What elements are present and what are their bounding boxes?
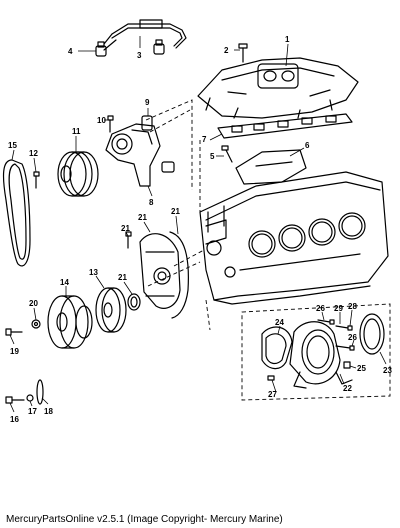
part-timing-cover[interactable] [139,233,181,309]
part-dowel-pin[interactable] [267,375,275,381]
callout-18[interactable]: 18 [44,407,53,416]
callout-14[interactable]: 14 [60,278,69,287]
callout-16[interactable]: 16 [10,415,19,424]
callout-26-lower[interactable]: 26 [348,333,357,342]
callout-22[interactable]: 22 [343,384,352,393]
part-retainer-nut[interactable] [343,361,351,369]
part-rear-seal-gasket[interactable] [261,326,293,370]
callout-25[interactable]: 25 [357,364,366,373]
callout-17[interactable]: 17 [28,407,37,416]
part-pulley-bolt[interactable] [33,171,40,189]
callout-21-cover[interactable]: 21 [138,213,147,222]
callout-12[interactable]: 12 [29,149,38,158]
callout-6[interactable]: 6 [305,141,310,150]
callout-1[interactable]: 1 [285,35,290,44]
callout-5[interactable]: 5 [210,152,215,161]
callout-20[interactable]: 20 [29,299,38,308]
callout-4[interactable]: 4 [68,47,73,56]
callout-19[interactable]: 19 [10,347,19,356]
part-pump-gasket-lower[interactable] [161,161,175,173]
callout-8[interactable]: 8 [149,198,154,207]
part-retainer-bolt-lower[interactable] [335,345,355,351]
part-intake-manifold[interactable] [197,57,359,119]
part-valley-baffle[interactable] [235,149,307,185]
part-retainer-bolt-upper[interactable] [317,319,335,325]
part-retainer-stud[interactable] [335,325,353,331]
part-intake-gasket[interactable] [217,113,353,139]
callout-7[interactable]: 7 [202,135,207,144]
callout-27[interactable]: 27 [268,390,277,399]
part-timing-cover-bolt[interactable] [125,231,132,249]
part-harmonic-balancer[interactable] [47,295,93,349]
part-balancer-washer[interactable] [31,319,41,329]
part-water-pump[interactable] [105,123,161,187]
part-hose-line[interactable] [103,19,187,51]
part-manifold-bolt[interactable] [238,43,248,63]
leader-lines [9,36,387,413]
part-lower-bolt[interactable] [5,396,25,404]
part-lower-washer[interactable] [26,394,34,402]
part-water-pump-pulley[interactable] [57,151,99,197]
part-drive-belt[interactable] [2,159,31,267]
copyright-footer: MercuryPartsOnline v2.5.1 (Image Copyrig… [6,514,283,525]
callout-26-upper[interactable]: 26 [316,304,325,313]
callout-23[interactable]: 23 [383,366,392,375]
part-engine-block[interactable] [199,171,389,305]
callout-3[interactable]: 3 [137,51,142,60]
part-front-seal[interactable] [127,293,141,311]
callout-10[interactable]: 10 [97,116,106,125]
part-rear-seal-retainer[interactable] [289,321,353,389]
part-balancer-bolt[interactable] [5,328,23,336]
callout-21-seal[interactable]: 21 [118,273,127,282]
guide-lines [145,99,391,401]
callout-28[interactable]: 28 [348,302,357,311]
part-water-pump-gasket[interactable] [141,115,153,131]
part-crank-pulley[interactable] [95,287,127,333]
callout-labels: 1 2 3 4 5 6 7 8 9 10 11 12 13 14 15 16 1… [8,35,392,424]
callout-21-gasket[interactable]: 21 [171,207,180,216]
callout-11[interactable]: 11 [72,127,81,136]
part-lower-plate[interactable] [36,379,44,405]
part-hose-fitting-right[interactable] [153,39,165,55]
callout-9[interactable]: 9 [145,98,150,107]
part-rear-main-seal[interactable] [359,313,385,355]
callout-21-bolt[interactable]: 21 [121,224,130,233]
part-water-pump-bolt[interactable] [107,115,114,133]
callout-15[interactable]: 15 [8,141,17,150]
callout-24[interactable]: 24 [275,318,284,327]
part-valley-bolt[interactable] [221,145,233,163]
callout-2[interactable]: 2 [224,46,229,55]
callout-29[interactable]: 29 [334,304,343,313]
callout-13[interactable]: 13 [89,268,98,277]
part-timing-cover-gasket[interactable] [169,231,189,319]
